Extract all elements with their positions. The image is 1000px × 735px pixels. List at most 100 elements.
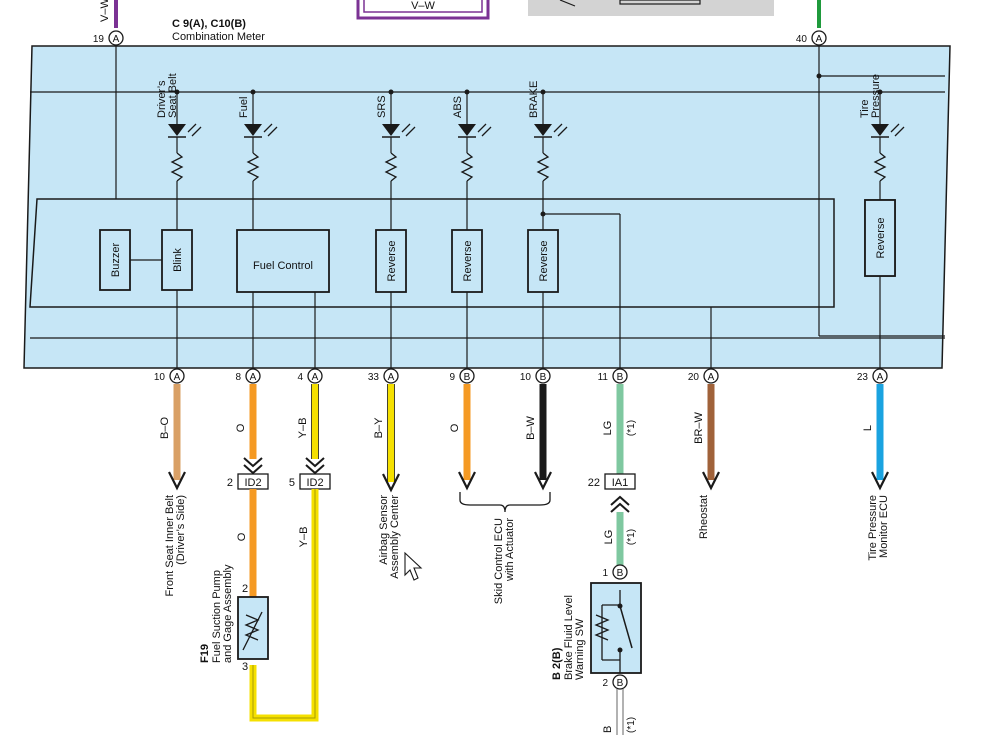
- pin-out-0: A 10B–O: [154, 368, 186, 491]
- svg-text:B–O: B–O: [159, 417, 171, 439]
- pin-out-8: A 23L: [857, 368, 889, 491]
- svg-text:2: 2: [602, 678, 608, 689]
- svg-text:19: 19: [93, 34, 105, 45]
- svg-text:33: 33: [368, 372, 380, 383]
- dest-label-3: Airbag SensorAssembly Center: [378, 495, 401, 579]
- fuel-suction-pump-component: 2 3: [237, 583, 269, 673]
- led-label-0: Seat Belt: [167, 73, 179, 118]
- blink-block: Blink: [161, 229, 193, 291]
- svg-text:Buzzer: Buzzer: [110, 243, 122, 278]
- dest-label-0: Front Seat Inner Belt(Driver’s Side): [164, 495, 187, 597]
- svg-text:Reverse: Reverse: [538, 241, 550, 282]
- brake-switch-code: B 2(B): [551, 647, 563, 680]
- led-label-0: Driver’s: [156, 80, 168, 118]
- brake-reverse-block: Reverse: [527, 229, 559, 293]
- svg-text:O: O: [449, 423, 461, 432]
- gray-component-partial: [528, 0, 774, 16]
- svg-text:A: A: [708, 372, 715, 383]
- bottom-wire-label: B: [602, 726, 614, 733]
- id2-connector-fuel: ID2 2: [227, 457, 269, 490]
- pin-out-2: A4Y–B: [297, 368, 323, 459]
- svg-text:B: B: [617, 568, 624, 579]
- svg-text:11: 11: [598, 372, 609, 383]
- svg-text:A: A: [174, 372, 181, 383]
- fuel-pump-code: F19: [199, 644, 211, 663]
- pin-40-a: A 40: [796, 30, 827, 46]
- id2-connector-yb: ID2 5: [289, 457, 331, 490]
- brake-switch-name: Brake Fluid LevelWarning SW: [563, 595, 586, 680]
- abs-reverse-block: Reverse: [451, 229, 483, 293]
- svg-text:B: B: [617, 678, 624, 689]
- svg-text:Fuel Control: Fuel Control: [253, 260, 313, 272]
- led-4: BRAKE: [528, 81, 568, 230]
- meter-name: Combination Meter: [172, 31, 265, 43]
- brake-fluid-switch-component: [590, 582, 642, 674]
- svg-text:L: L: [862, 425, 874, 431]
- lower-lg-note: (*1): [626, 529, 637, 545]
- svg-text:22: 22: [588, 477, 600, 489]
- srs-reverse-block: Reverse: [375, 229, 407, 293]
- svg-text:A: A: [877, 372, 884, 383]
- svg-text:ID2: ID2: [306, 477, 323, 489]
- svg-text:B: B: [617, 372, 624, 383]
- lower-lg-wire-label: LG: [603, 530, 615, 545]
- svg-text:ID2: ID2: [244, 477, 261, 489]
- svg-text:A: A: [388, 372, 395, 383]
- svg-text:Reverse: Reverse: [875, 218, 887, 259]
- svg-text:Reverse: Reverse: [462, 241, 474, 282]
- svg-text:A: A: [250, 372, 257, 383]
- svg-text:BR–W: BR–W: [693, 411, 705, 443]
- lower-yb-wire-label: Y–B: [298, 527, 310, 548]
- svg-text:B: B: [464, 372, 471, 383]
- led-label-1: Fuel: [238, 97, 250, 118]
- svg-text:10: 10: [520, 372, 532, 383]
- svg-text:A: A: [113, 34, 120, 45]
- svg-text:Blink: Blink: [172, 248, 184, 272]
- purple-box-wire-label: V–W: [411, 0, 435, 12]
- svg-text:(*1): (*1): [626, 420, 637, 436]
- brake-fluid-switch-pin-bottom: B 2: [602, 674, 628, 690]
- pin-out-4: B9O: [449, 368, 476, 491]
- svg-text:Reverse: Reverse: [386, 241, 398, 282]
- pin-out-5: B 10B–W: [520, 368, 552, 491]
- pin-out-3: A 33B–Y: [368, 368, 400, 493]
- svg-text:10: 10: [154, 372, 166, 383]
- svg-text:4: 4: [297, 372, 303, 383]
- svg-text:B: B: [540, 372, 547, 383]
- led-label-3: ABS: [452, 96, 464, 118]
- svg-text:IA1: IA1: [612, 477, 629, 489]
- skid-control-label: Skid Control ECUwith Actuator: [493, 518, 516, 605]
- svg-text:A: A: [312, 372, 319, 383]
- meter-code: C 9(A), C10(B): [172, 18, 246, 30]
- svg-text:23: 23: [857, 372, 869, 383]
- svg-text:40: 40: [796, 34, 808, 45]
- pin-19-a: A 19: [93, 30, 124, 46]
- led-label-5: Pressure: [870, 74, 882, 118]
- svg-text:20: 20: [688, 372, 700, 383]
- svg-text:B–Y: B–Y: [373, 417, 385, 438]
- svg-text:B–W: B–W: [525, 415, 537, 439]
- bottom-wire-note: (*1): [626, 717, 637, 733]
- svg-text:O: O: [235, 423, 247, 432]
- pin-out-1: A8O: [235, 368, 261, 459]
- dest-label-8: Tire PressureMonitor ECU: [867, 495, 890, 561]
- svg-text:5: 5: [289, 477, 295, 489]
- led-3: ABS: [452, 89, 492, 230]
- svg-text:2: 2: [227, 477, 233, 489]
- svg-text:Y–B: Y–B: [297, 418, 309, 439]
- led-label-4: BRAKE: [528, 81, 540, 118]
- led-2: SRS: [376, 89, 416, 230]
- led-label-5: Tire: [859, 99, 871, 118]
- led-label-2: SRS: [376, 95, 388, 118]
- meter-inner-circuit-box: [29, 198, 835, 308]
- lower-o-wire-label: O: [236, 532, 248, 541]
- fuel-control-block: Fuel Control: [236, 229, 330, 293]
- svg-text:1: 1: [602, 568, 608, 579]
- tire-pressure-reverse-block: Reverse: [864, 199, 896, 277]
- ia1-connector: IA1 22: [588, 473, 636, 513]
- mouse-cursor-icon: [404, 551, 423, 581]
- svg-text:3: 3: [242, 661, 248, 673]
